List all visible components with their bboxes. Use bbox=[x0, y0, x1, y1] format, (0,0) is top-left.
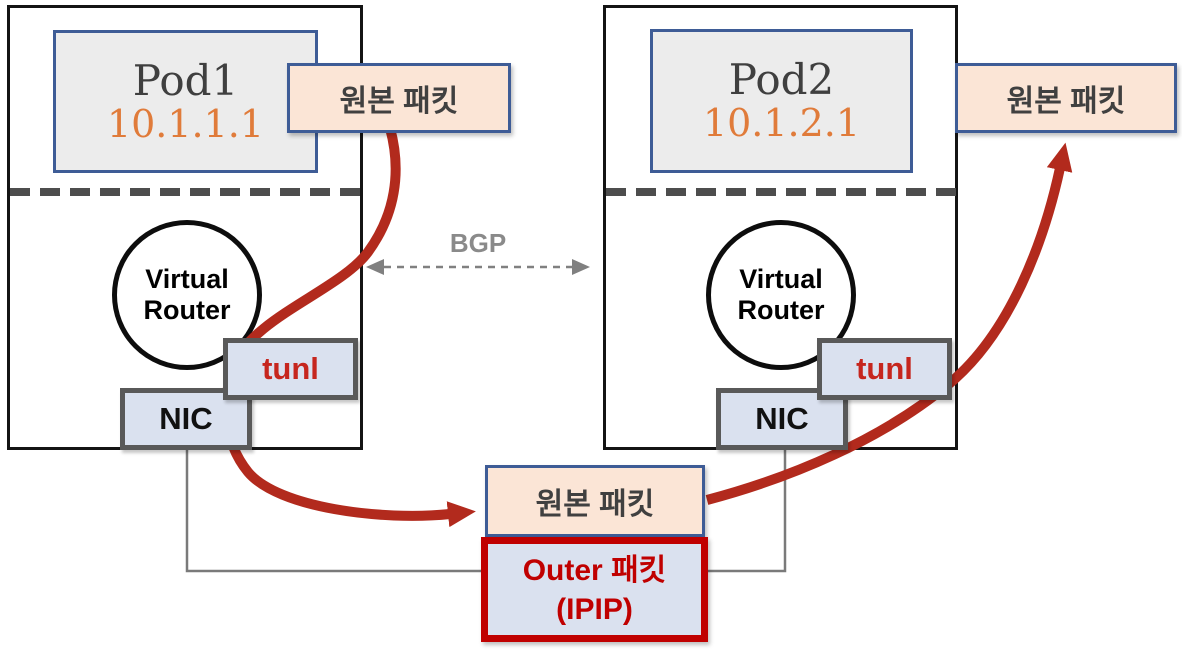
node2-tunl-box: tunl bbox=[817, 338, 952, 400]
outer-packet-label-line1: Outer 패킷 bbox=[522, 553, 667, 587]
node2-virtual-router-label-line1: Virtual bbox=[739, 263, 823, 294]
original-packet-label-wire: 원본 패킷 bbox=[535, 488, 655, 521]
pod1-ip: 10.1.1.1 bbox=[106, 101, 265, 146]
bgp-label: BGP bbox=[449, 228, 507, 258]
pod1-box: Pod1 10.1.1.1 bbox=[53, 30, 318, 173]
original-packet-box-wire: 원본 패킷 bbox=[485, 465, 705, 537]
node1-virtual-router-label-line1: Virtual bbox=[145, 263, 229, 294]
node2-nic-label: NIC bbox=[755, 401, 809, 436]
original-packet-box-pod2: 원본 패킷 bbox=[955, 63, 1177, 133]
pod2-box: Pod2 10.1.2.1 bbox=[650, 29, 913, 173]
original-packet-label-pod1: 원본 패킷 bbox=[339, 85, 459, 118]
original-packet-label-pod2: 원본 패킷 bbox=[1006, 85, 1126, 118]
node1-tunl-box: tunl bbox=[223, 338, 358, 400]
pod2-name: Pod2 bbox=[728, 55, 835, 105]
node2-virtual-router-label-line2: Router bbox=[737, 295, 825, 325]
node1-nic-label: NIC bbox=[159, 401, 213, 436]
outer-packet-box: Outer 패킷 (IPIP) bbox=[481, 537, 708, 642]
pod2-ip: 10.1.2.1 bbox=[702, 101, 861, 146]
outer-packet-label-line2: (IPIP) bbox=[556, 592, 633, 626]
pod1-name: Pod1 bbox=[132, 55, 239, 105]
node2-tunl-label: tunl bbox=[856, 351, 913, 386]
node1-virtual-router-label-line2: Router bbox=[143, 295, 231, 325]
node1-tunl-label: tunl bbox=[262, 351, 319, 386]
original-packet-box-pod1: 원본 패킷 bbox=[287, 63, 511, 133]
